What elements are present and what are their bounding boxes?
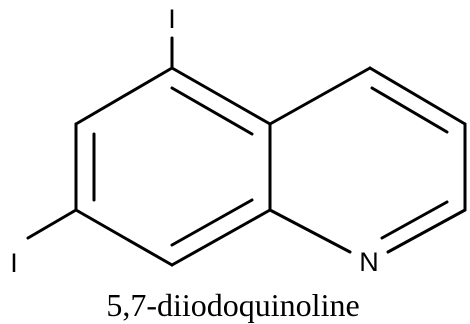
- bond-c4-c3-inner: [370, 86, 449, 134]
- atom-labels: I I N: [10, 4, 379, 278]
- bond-c8-inner: [170, 198, 254, 247]
- atom-nitrogen: N: [359, 247, 379, 277]
- bond-n1-c8a: [268, 208, 352, 254]
- atom-iodine-left: I: [10, 248, 18, 278]
- compound-name: 5,7-diiodoquinoline: [106, 287, 359, 323]
- bond-c2-n1-inner: [380, 200, 449, 240]
- bond-c2-n1: [386, 208, 467, 254]
- bond-c7-iodine: [26, 208, 78, 240]
- bond-c4-c3: [368, 66, 467, 126]
- bond-c6-c5: [74, 66, 174, 126]
- bond-c8a-c8: [170, 208, 272, 267]
- atom-iodine-top: I: [168, 4, 176, 34]
- bond-c4a-c4: [268, 66, 372, 126]
- bond-c4a-c4a-inner: [170, 86, 254, 136]
- bond-c5-c4a: [170, 66, 272, 126]
- bond-group: [26, 36, 467, 267]
- bond-c8-c7: [74, 208, 174, 267]
